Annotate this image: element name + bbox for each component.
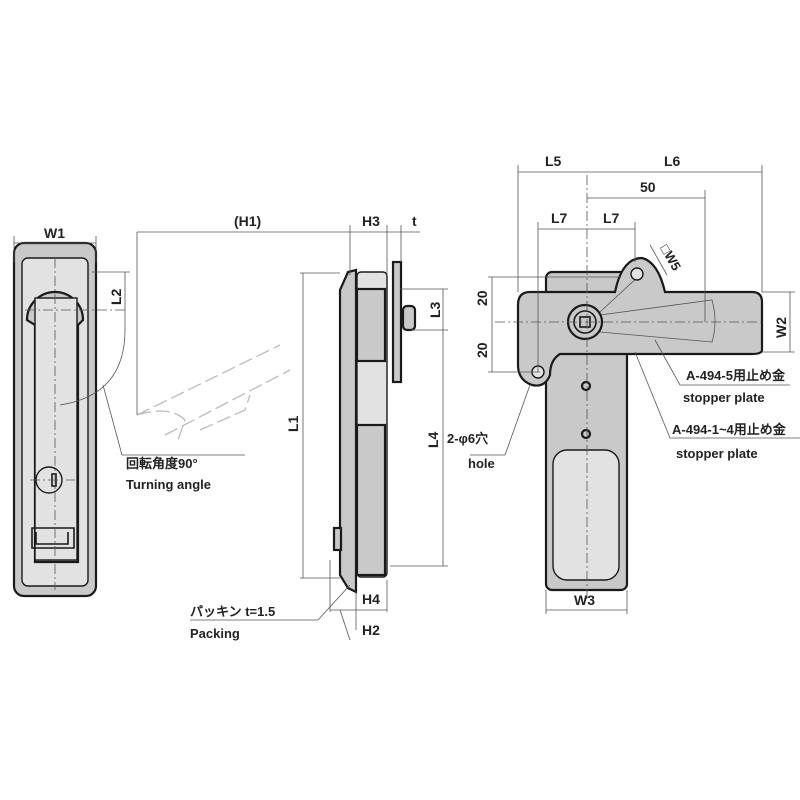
- front-view: W1 L2 回転角度90° Turning angle: [12, 225, 245, 598]
- stopper5-en: stopper plate: [683, 390, 765, 405]
- stopper5-jp: A-494-5用止め金: [686, 368, 786, 383]
- packing-jp: パッキン t=1.5: [190, 604, 275, 619]
- l6-label: L6: [664, 153, 681, 169]
- w3-label: W3: [574, 592, 595, 608]
- side-view: (H1) H3 t L3 L1 L4 H4 H2 パッキン t=1.5 Pack…: [136, 213, 448, 641]
- w1-label: W1: [44, 225, 65, 241]
- l3-label: L3: [427, 301, 443, 318]
- l2-label: L2: [108, 288, 124, 305]
- h1-label: (H1): [234, 213, 261, 229]
- dim-20-bottom-label: 20: [474, 342, 490, 358]
- rear-view: L5 L6 50 L7 L7 □W5 20 20 W2 W3 2-φ6穴 hol…: [447, 153, 800, 614]
- turning-angle-en: Turning angle: [126, 477, 211, 492]
- stopper14-jp: A-494-1~4用止め金: [672, 422, 787, 437]
- l7-right-label: L7: [603, 210, 620, 226]
- h3-label: H3: [362, 213, 380, 229]
- packing-en: Packing: [190, 626, 240, 641]
- t-label: t: [412, 213, 417, 229]
- l1-label: L1: [285, 415, 301, 432]
- hole-jp: 2-φ6穴: [447, 431, 488, 446]
- hole-en: hole: [468, 456, 495, 471]
- dim-50-label: 50: [640, 179, 656, 195]
- dim-20-top-label: 20: [474, 290, 490, 306]
- w5-label: □W5: [657, 242, 684, 273]
- turning-angle-jp: 回転角度90°: [126, 456, 198, 471]
- l4-label: L4: [425, 431, 441, 448]
- stopper14-en: stopper plate: [676, 446, 758, 461]
- ghost-handle: [136, 344, 291, 441]
- h4-label: H4: [362, 591, 380, 607]
- h2-label: H2: [362, 622, 380, 638]
- l7-left-label: L7: [551, 210, 568, 226]
- w2-label: W2: [773, 317, 789, 338]
- l5-label: L5: [545, 153, 562, 169]
